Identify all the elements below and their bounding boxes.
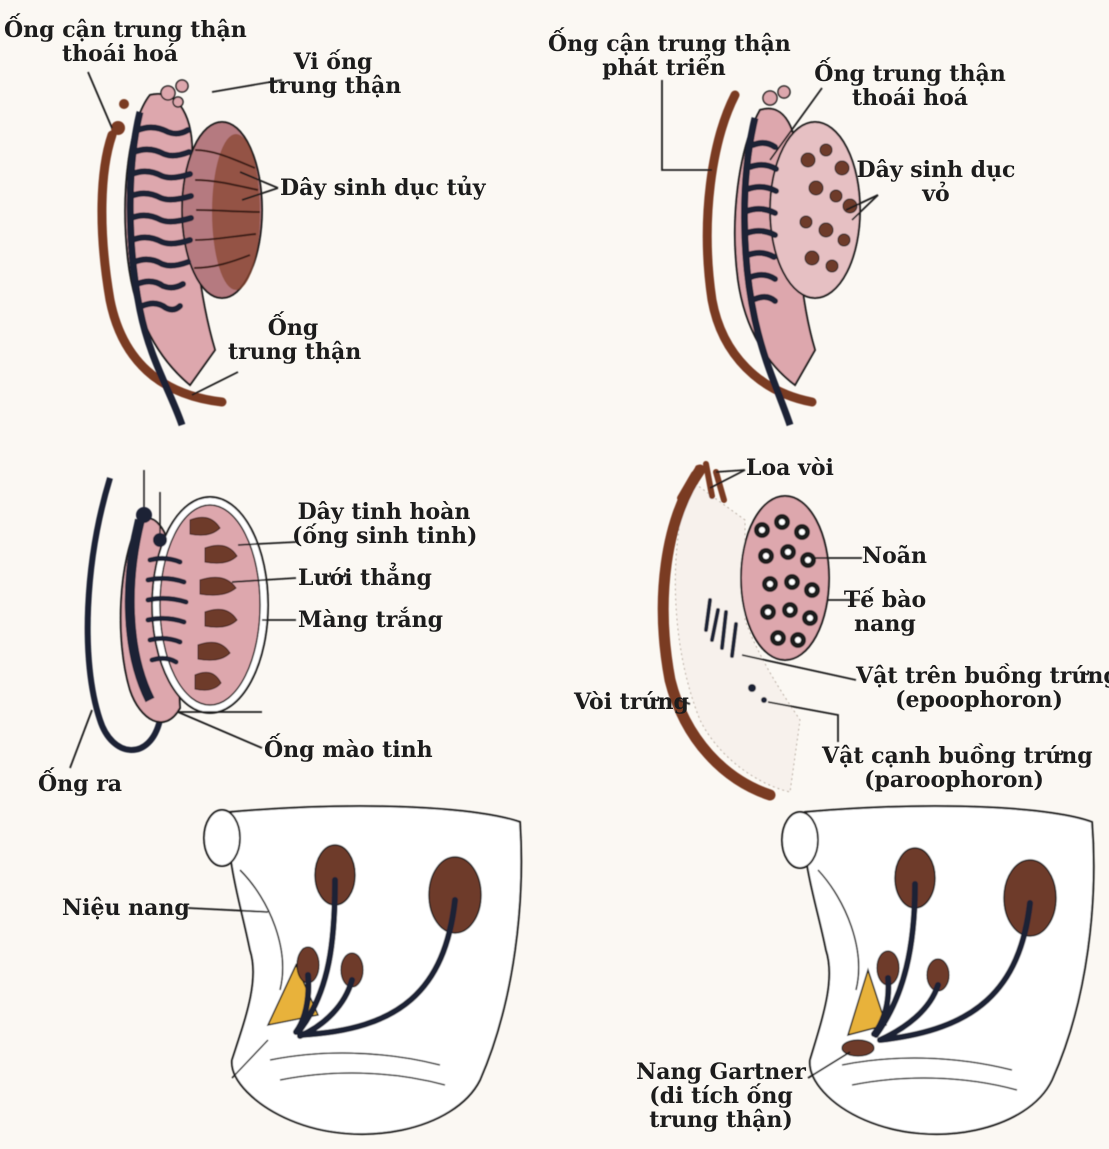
label-line: (epoophoron) xyxy=(895,687,1063,713)
label-paroophoron: Vật cạnh buồng trứng (paroophoron) xyxy=(822,743,1093,793)
label-line: phát triển xyxy=(602,55,726,81)
label-line: Ống cận trung thận xyxy=(4,17,247,43)
vagina-lines xyxy=(841,1057,1018,1091)
pelvis-outline xyxy=(228,805,523,1136)
label-line: Dây tinh hoàn xyxy=(297,499,471,525)
label-line: trung thận xyxy=(228,339,362,365)
label-line: Vật trên buồng trứng xyxy=(856,663,1109,689)
cortical-cords xyxy=(799,143,858,273)
label-paramesonephric-degenerate: Ống cận trung thận thoái hoá xyxy=(4,17,247,67)
rete-testis xyxy=(145,555,189,665)
gartner-region xyxy=(846,967,887,1037)
label-line: (paroophoron) xyxy=(864,767,1044,793)
bladder-curve xyxy=(817,869,860,991)
leader-line-gartner xyxy=(807,1051,851,1079)
ducts xyxy=(871,881,1033,1043)
mesonephric-tubules xyxy=(744,139,779,304)
fimbriae xyxy=(677,461,727,503)
label-line: (di tích ống xyxy=(649,1083,793,1109)
duct-bubble xyxy=(160,85,176,101)
duct-knob xyxy=(136,507,152,523)
testis-right xyxy=(428,856,482,934)
label-rete-testis: Lưới thẳng xyxy=(298,565,432,591)
label-follicle-cells: Tế bào nang xyxy=(840,588,930,636)
label-line: thoái hoá xyxy=(61,41,179,67)
label-oocyte: Noãn xyxy=(862,543,928,569)
mesovarium xyxy=(674,479,801,793)
label-mesonephric-tubules: Vi ống trung thận xyxy=(268,49,402,99)
seminiferous-cords xyxy=(189,516,238,691)
mesonephric-duct xyxy=(126,111,186,427)
label-epididymis-duct: Ống mào tinh xyxy=(264,737,433,763)
duct-bubble xyxy=(762,90,778,106)
label-tunica-albuginea: Màng trắng xyxy=(298,607,444,633)
label-oviduct: Vòi trứng xyxy=(574,689,689,715)
label-mesonephric-duct: Ống trung thận xyxy=(228,315,362,365)
leader-lines xyxy=(661,80,879,221)
label-vas-deferens: Ống ra xyxy=(38,771,123,797)
label-line: trung thận xyxy=(268,73,402,99)
leader-line-utricle xyxy=(187,907,269,913)
label-line: Vi ống xyxy=(293,49,373,75)
label-line: Ống xyxy=(267,315,319,341)
bladder-curve xyxy=(239,869,284,991)
label-line: Nang Gartner xyxy=(636,1059,806,1085)
label-line: Dây sinh dục xyxy=(856,157,1016,183)
duct-bubble xyxy=(175,79,189,93)
medullary-cords xyxy=(193,149,261,269)
follicles xyxy=(754,514,820,648)
panel-female-early xyxy=(661,80,879,427)
label-cortical-cords: Dây sinh dục vỏ xyxy=(856,158,1016,206)
mesonephric-duct-degenerate xyxy=(740,117,794,427)
urethra-lines xyxy=(231,1039,446,1086)
mesonephric-duct xyxy=(124,518,155,703)
panel-male-late xyxy=(69,470,297,769)
label-line: thoái hoá xyxy=(851,85,969,111)
label-line: Vật cạnh buồng trứng xyxy=(822,743,1093,769)
paramesonephric-duct-degenerate xyxy=(97,130,227,407)
paramesonephric-duct-developing xyxy=(702,90,817,407)
label-line: nang xyxy=(854,611,916,637)
mesonephros-body xyxy=(124,93,217,387)
label-utricle: Niệu nang xyxy=(62,895,190,921)
ducts xyxy=(293,877,458,1039)
label-epoophoron: Vật trên buồng trứng (epoophoron) xyxy=(856,663,1109,713)
label-line: Tế bào xyxy=(843,587,927,613)
panel-male-early xyxy=(87,71,283,427)
label-medullary-cords: Dây sinh dục tủy xyxy=(280,175,486,201)
ovary-right xyxy=(1003,859,1057,937)
label-line: (ống sinh tinh) xyxy=(292,523,478,549)
panel-female-late xyxy=(657,461,862,801)
paroophoron-dot xyxy=(761,697,767,703)
label-paramesonephric-developing: Ống cận trung thận phát triển xyxy=(548,31,791,81)
label-gartner-cyst: Nang Gartner (di tích ống trung thận) xyxy=(636,1060,806,1132)
label-line: Ống cận trung thận xyxy=(548,31,791,57)
label-fimbriae: Loa vòi xyxy=(746,455,834,481)
oviduct xyxy=(657,464,776,801)
label-line: trung thận) xyxy=(649,1107,793,1133)
leader-lines xyxy=(69,541,297,769)
duct-remnant-blob xyxy=(111,121,125,135)
label-line: vỏ xyxy=(922,181,950,207)
panel-female-adult xyxy=(781,805,1095,1136)
duct-bubble xyxy=(777,85,791,99)
panel-male-adult xyxy=(187,805,523,1136)
duct-remnant-blob xyxy=(119,99,129,109)
label-mesonephric-degenerate: Ống trung thận thoái hoá xyxy=(810,62,1010,110)
duct-knob xyxy=(153,533,167,547)
rectum-opening xyxy=(203,809,241,867)
leader-lines xyxy=(87,71,283,396)
label-testis-cords: Dây tinh hoàn (ống sinh tinh) xyxy=(292,499,478,549)
paroophoron-dot xyxy=(748,684,756,692)
mesonephric-tubules xyxy=(128,124,194,313)
rectum-opening xyxy=(781,811,819,869)
leader-lines xyxy=(677,469,862,742)
duct-bubble xyxy=(172,96,184,108)
epoophoron-tubules xyxy=(704,598,738,658)
label-line: Ống trung thận xyxy=(814,61,1006,87)
